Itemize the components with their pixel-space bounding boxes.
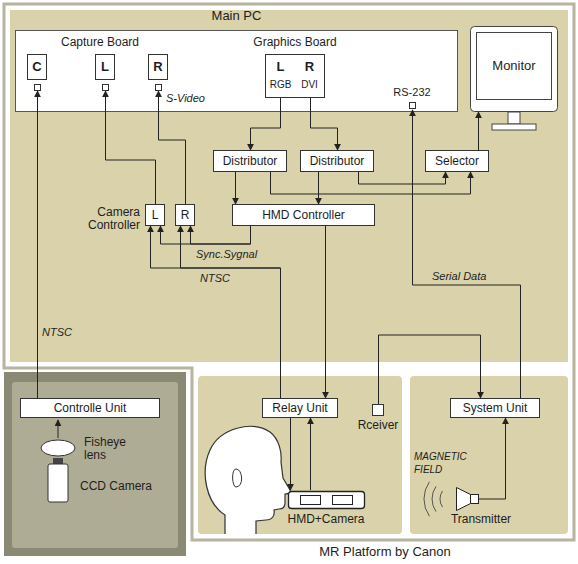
pc-panel [10,10,568,362]
signal-label: NTSC [42,326,72,339]
monitor-base [492,124,536,130]
monitor-display [477,33,552,100]
port-box: R [148,54,168,80]
board-label: Capture Board [55,36,145,49]
caption-text: MR Platform by Canon [192,545,578,559]
graphics-port: L R RGB DVI [265,54,325,98]
port-connector [409,102,416,109]
box-label: Monitor [492,59,535,73]
process-box: Distributor [213,150,287,172]
signal-connector [505,418,506,486]
signal-connector [478,112,479,150]
port-connector [102,84,109,91]
monitor-frame [471,27,558,112]
capture-port: R [148,54,168,91]
box-label: L [152,208,159,222]
box-label: Selector [435,154,479,168]
capture-port: C [27,54,47,91]
user-head [205,426,290,534]
monitor-screen: Monitor [470,26,558,112]
device-label: Rceiver [358,418,399,432]
port-label: R [305,60,314,74]
field-wave [440,491,443,507]
user-ear [233,469,242,487]
box-label: Controlle Unit [54,401,127,415]
user-panel [198,376,402,534]
signal-connector [359,172,446,184]
part-label: Camera Controller [76,206,140,232]
pc-outline [16,31,458,112]
signal-label: Serial Data [432,270,486,283]
signal-label: NTSC [200,272,230,285]
port-label: R [153,60,162,74]
camera-wire [58,420,59,438]
ccd-camera-icon [48,464,68,502]
port-label: DVI [301,78,318,92]
signal-connector [318,172,319,204]
process-box: Controlle Unit [20,398,160,418]
field-label: MAGNETIC FIELD [414,450,476,476]
signal-connector [290,418,291,490]
signal-connector [310,418,311,490]
fisheye-lens-icon [41,440,75,456]
signal-connector [235,172,236,204]
signal-connector [161,226,251,244]
box-label: R [181,208,190,222]
process-box: Distributor [300,150,374,172]
part-label: Fisheye lens [84,436,138,462]
port-label: L [101,60,109,74]
process-box: HMD Controller [232,204,375,226]
box-label: Relay Unit [272,401,327,415]
camera-lens-mount [53,458,63,464]
signal-connector [37,91,38,398]
process-box: System Unit [450,398,540,418]
signal-connector [325,226,326,398]
box-label: Distributor [223,154,278,168]
signal-label: Sync.Sygnal [196,248,257,261]
process-box: Selector [425,150,489,172]
port-connector [34,84,41,91]
port-label: C [32,60,41,74]
monitor-stand [508,112,520,124]
signal-label: S-Video [166,92,214,105]
transmitter-icon [440,486,522,512]
hmd-icon [280,490,372,510]
port-box: L [95,54,115,80]
port-label: RS-232 [393,86,430,99]
field-wave [432,486,436,511]
transmitter-device: Transmitter [440,486,522,530]
box-label: HMD Controller [262,208,345,222]
serial-port: RS-232 [390,86,434,110]
signal-connector [413,110,521,398]
camera-frame [4,372,186,556]
port-label: L [277,60,285,74]
box-label: Distributor [310,154,365,168]
camera-controller-box: R [175,204,195,226]
part-label: CCD Camera [80,480,170,493]
camera-controller-box: L [145,204,165,226]
port-connector [155,84,162,91]
device-label: HMD+Camera [287,512,364,526]
field-wave [424,482,429,516]
camera-panel [12,382,178,548]
port-box: C [27,54,47,80]
board-label: Graphics Board [250,36,340,49]
box-heading: Main PC [15,9,458,23]
box-label: System Unit [463,401,528,415]
receiver-sensor: Rceiver [353,404,403,434]
tracker-panel [410,376,568,534]
signal-connector [191,226,251,244]
receiver-square [372,404,384,416]
signal-connector [271,172,471,194]
capture-port: L [95,54,115,91]
hmd-device: HMD+Camera [280,490,372,526]
device-label: Transmitter [451,512,511,526]
platform-outline [4,4,574,540]
process-box: Relay Unit [262,398,338,418]
port-label: RGB [270,78,292,92]
